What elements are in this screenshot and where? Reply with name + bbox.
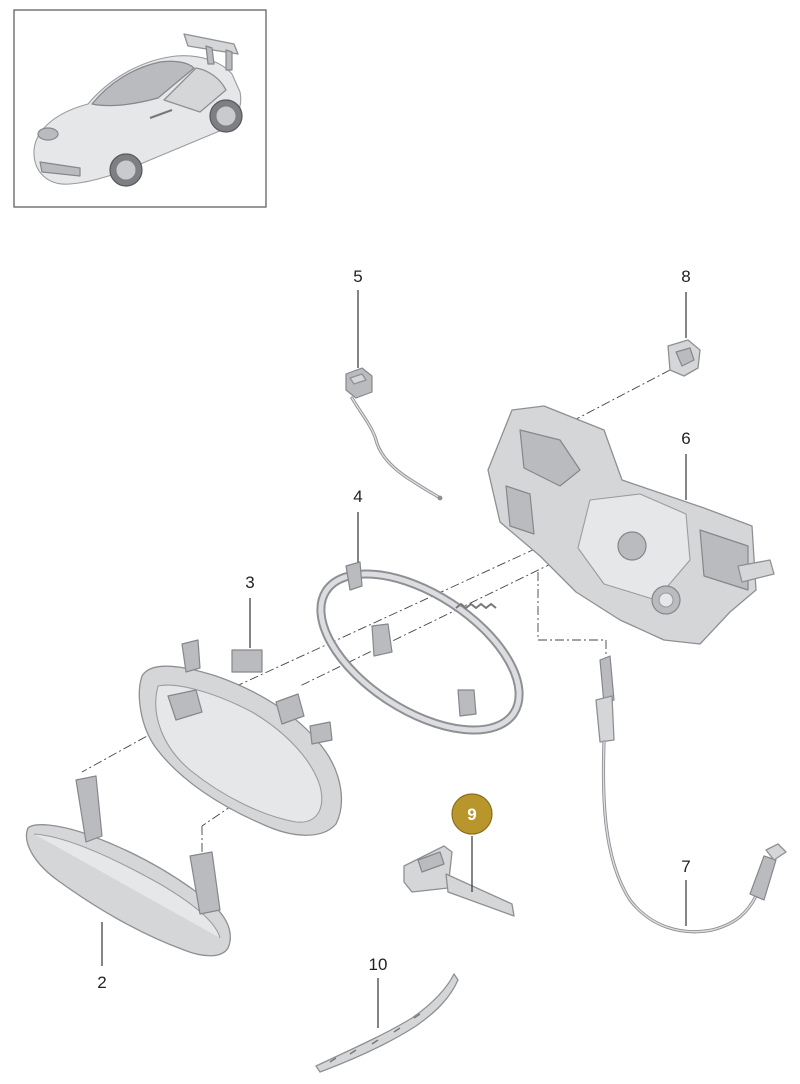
callout-6[interactable]: 6 bbox=[681, 429, 690, 448]
part-5-switch-with-cable[interactable] bbox=[345, 367, 443, 501]
callout-labels: 5 8 6 4 3 2 7 10 9 bbox=[97, 267, 690, 992]
callout-10[interactable]: 10 bbox=[369, 955, 388, 974]
callout-9: 9 bbox=[467, 805, 476, 824]
vehicle-overview-thumbnail[interactable] bbox=[13, 9, 267, 208]
callout-4[interactable]: 4 bbox=[353, 487, 362, 506]
callout-2[interactable]: 2 bbox=[97, 973, 106, 992]
part-6-handle-carrier[interactable] bbox=[487, 405, 775, 645]
part-10-trim-strip[interactable] bbox=[315, 973, 459, 1073]
callout-7[interactable]: 7 bbox=[681, 857, 690, 876]
part-7-cable[interactable] bbox=[595, 655, 787, 934]
part-4-gasket[interactable] bbox=[294, 542, 545, 761]
callout-5[interactable]: 5 bbox=[353, 267, 362, 286]
part-3-handle-bezel[interactable] bbox=[138, 639, 343, 836]
part-9-emergency-key[interactable] bbox=[403, 845, 515, 917]
highlight-badge bbox=[451, 793, 493, 835]
car-illustration bbox=[33, 33, 243, 187]
callout-9-highlight[interactable]: 9 bbox=[451, 793, 493, 835]
part-8-clip[interactable] bbox=[667, 339, 701, 377]
callout-3[interactable]: 3 bbox=[245, 573, 254, 592]
part-2-door-handle-grip[interactable] bbox=[25, 775, 231, 957]
leader-lines bbox=[101, 290, 687, 1028]
callout-8[interactable]: 8 bbox=[681, 267, 690, 286]
